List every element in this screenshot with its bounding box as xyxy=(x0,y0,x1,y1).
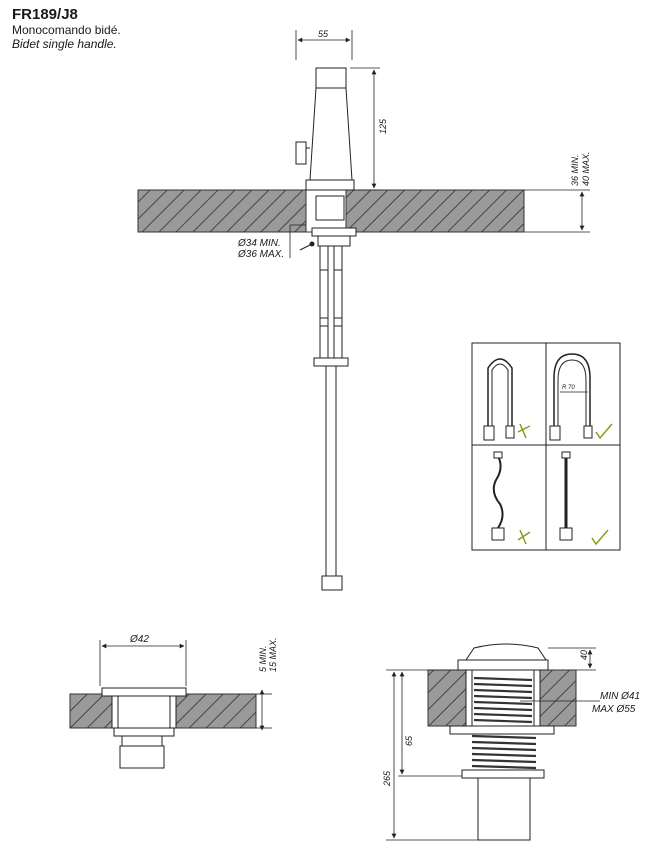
cross-mark-1 xyxy=(517,423,531,439)
dim-hole-min: Ø34 MIN. xyxy=(237,238,281,249)
dim-waste2-min: MIN Ø41 xyxy=(600,691,640,702)
waste-valve-large xyxy=(386,643,600,841)
faucet-elevation xyxy=(137,67,525,591)
product-header: FR189/J8 Monocomando bidé. Bidet single … xyxy=(12,6,121,51)
dim-waste2-max: MAX Ø55 xyxy=(592,704,636,715)
check-marks xyxy=(517,423,613,546)
faucet-spout xyxy=(295,141,307,165)
dimension-lines-main xyxy=(289,30,590,258)
description-es: Monocomando bidé. xyxy=(12,23,121,37)
hose-installation-guide xyxy=(471,342,621,551)
waste-valve-small xyxy=(69,640,272,769)
dim-bend-radius: R 70 xyxy=(562,385,575,391)
cross-mark-3 xyxy=(517,529,531,545)
dim-waste2-top: 40 xyxy=(579,650,589,660)
dim-waste2-total: 265 xyxy=(382,770,392,787)
dim-deck-min: 36 MIN. xyxy=(570,154,580,186)
faucet-cap xyxy=(315,67,347,89)
dim-waste-min: 5 MIN. xyxy=(258,645,268,672)
check-mark-4 xyxy=(591,529,609,546)
dim-deck-max: 40 MAX. xyxy=(581,151,591,186)
dim-hole-max: Ø36 MAX. xyxy=(237,249,284,260)
faucet-body xyxy=(309,87,353,181)
hose-left xyxy=(319,245,329,359)
description-en: Bidet single handle. xyxy=(12,37,117,51)
drain-rod xyxy=(325,365,337,577)
hose-right xyxy=(333,245,343,359)
dim-waste-max: 15 MAX. xyxy=(268,637,278,672)
dim-width-top: 55 xyxy=(318,29,329,39)
dim-waste-dia: Ø42 xyxy=(129,634,149,645)
product-code: FR189/J8 xyxy=(12,6,78,23)
dim-height-body: 125 xyxy=(378,118,388,134)
dim-waste2-mid: 65 xyxy=(404,735,414,746)
check-mark-2 xyxy=(595,423,613,440)
